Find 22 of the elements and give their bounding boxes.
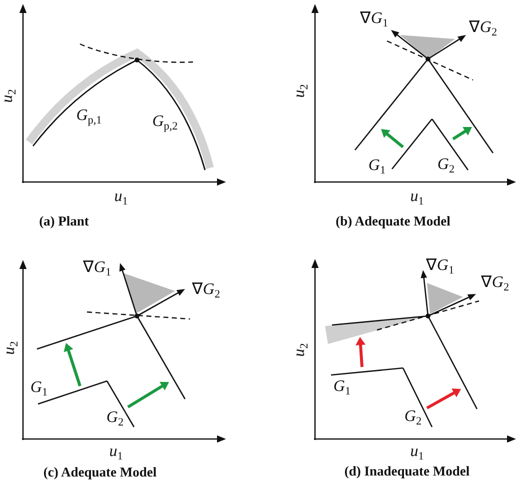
curve-label: G$_{2}$ (106, 410, 124, 426)
curve-label: G$_{2}$ (437, 157, 455, 173)
gradient-label: ∇G$_{1}$ (360, 11, 388, 27)
axis-label: u$_{1}$ (114, 189, 128, 205)
subfigure-caption: (a) Plant (39, 214, 89, 228)
axis-label: u$_{1}$ (410, 189, 424, 205)
gradient-label: ∇G$_{1}$ (426, 258, 454, 274)
curve-label: G$_{2}$ (404, 409, 422, 425)
subfigure-caption: (c) Adequate Model (43, 465, 157, 479)
curve-label: G$_{p,2}$ (152, 114, 178, 130)
curve-label: G$_{p,1}$ (76, 108, 102, 124)
axis-label: u$_{1}$ (410, 444, 424, 460)
curve-label: G$_{1}$ (30, 380, 48, 396)
subfigure-caption: (d) Inadequate Model (344, 464, 470, 478)
curve-label: G$_{1}$ (368, 158, 386, 174)
subfigure-caption: (b) Adequate Model (336, 214, 450, 228)
gradient-label: ∇G$_{2}$ (468, 20, 498, 36)
curve-label: G$_{1}$ (333, 379, 351, 395)
gradient-label: ∇G$_{2}$ (480, 275, 510, 291)
axis-label: u$_{1}$ (109, 444, 123, 460)
gradient-label: ∇G$_{2}$ (192, 282, 220, 298)
gradient-label: ∇G$_{1}$ (82, 260, 112, 276)
